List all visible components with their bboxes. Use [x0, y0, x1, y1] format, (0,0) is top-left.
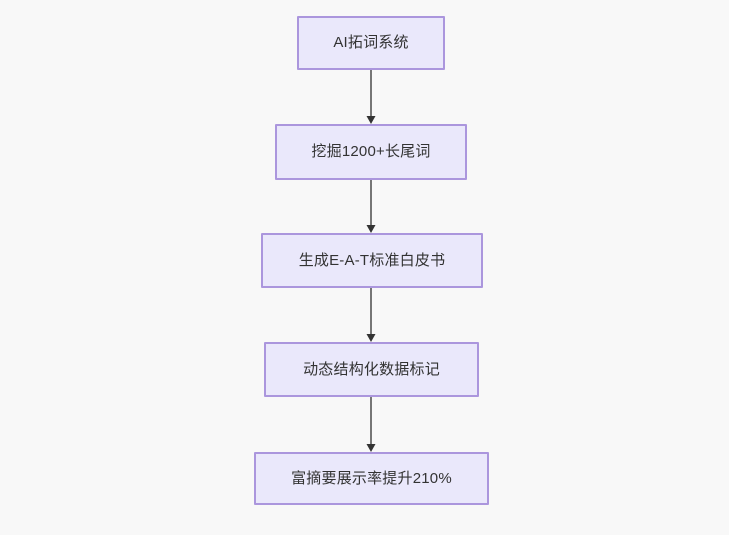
flow-node-label: 生成E-A-T标准白皮书 — [298, 251, 446, 269]
flow-node-label: 动态结构化数据标记 — [303, 360, 440, 378]
flow-node-n5[interactable]: 富摘要展示率提升210% — [254, 452, 489, 505]
arrow-head-icon — [366, 444, 376, 452]
flow-arrow-2 — [366, 180, 376, 233]
flow-node-n1[interactable]: AI拓词系统 — [297, 16, 445, 70]
flow-node-label: AI拓词系统 — [333, 34, 409, 51]
flow-arrow-3 — [366, 288, 376, 342]
flow-arrow-4 — [366, 397, 376, 452]
arrow-head-icon — [366, 334, 376, 342]
flow-node-label: 富摘要展示率提升210% — [291, 469, 452, 487]
arrow-head-icon — [366, 225, 376, 233]
flow-node-label: 挖掘1200+长尾词 — [311, 143, 431, 160]
flow-node-n4[interactable]: 动态结构化数据标记 — [264, 342, 479, 397]
flow-node-n3[interactable]: 生成E-A-T标准白皮书 — [261, 233, 483, 288]
flow-node-n2[interactable]: 挖掘1200+长尾词 — [275, 124, 467, 180]
arrow-head-icon — [366, 116, 376, 124]
flow-arrow-1 — [366, 70, 376, 124]
